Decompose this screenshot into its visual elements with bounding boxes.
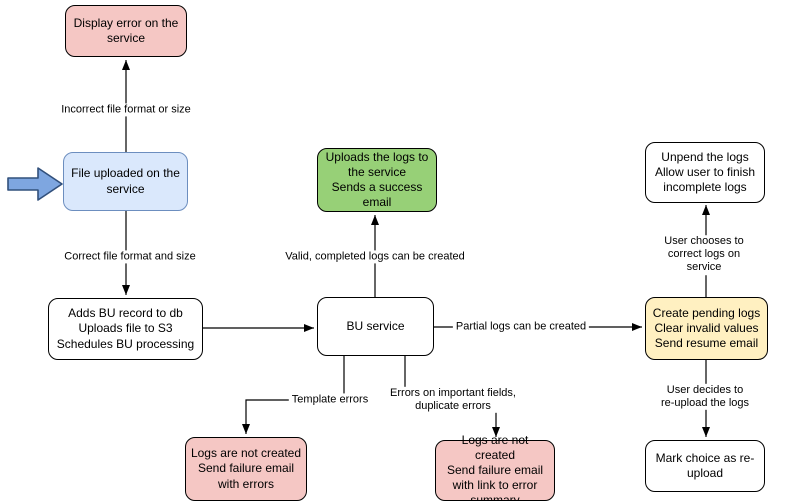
node-mark-reupload: Mark choice as re-upload [645, 440, 765, 492]
node-bu-service: BU service [317, 297, 434, 356]
edge-label-reupload: User decides to re-upload the logs [657, 383, 753, 411]
edge-label-incorrect-format: Incorrect file format or size [58, 103, 194, 117]
node-uploads-logs-success: Uploads the logs to the service Sends a … [317, 148, 437, 212]
node-display-error: Display error on the service [65, 5, 187, 57]
edge-label-valid-logs: Valid, completed logs can be created [282, 250, 468, 264]
node-create-pending-logs: Create pending logs Clear invalid values… [645, 297, 768, 360]
edge-label-correct-format: Correct file format and size [61, 250, 199, 264]
node-file-uploaded: File uploaded on the service [63, 152, 188, 211]
node-fail-template: Logs are not created Send failure email … [185, 437, 307, 501]
edge-label-template-errors: Template errors [288, 393, 372, 407]
edge-label-correct-on-service: User chooses to correct logs on service [655, 235, 753, 275]
node-adds-bu-record: Adds BU record to db Uploads file to S3 … [48, 298, 203, 360]
node-unpend-logs: Unpend the logs Allow user to finish inc… [645, 142, 765, 203]
entry-arrow-icon [7, 167, 63, 201]
node-fail-fields: Logs are not created Send failure email … [435, 433, 555, 501]
edge-label-partial-logs: Partial logs can be created [452, 320, 590, 334]
edge-label-field-errors: Errors on important fields, duplicate er… [387, 386, 519, 414]
